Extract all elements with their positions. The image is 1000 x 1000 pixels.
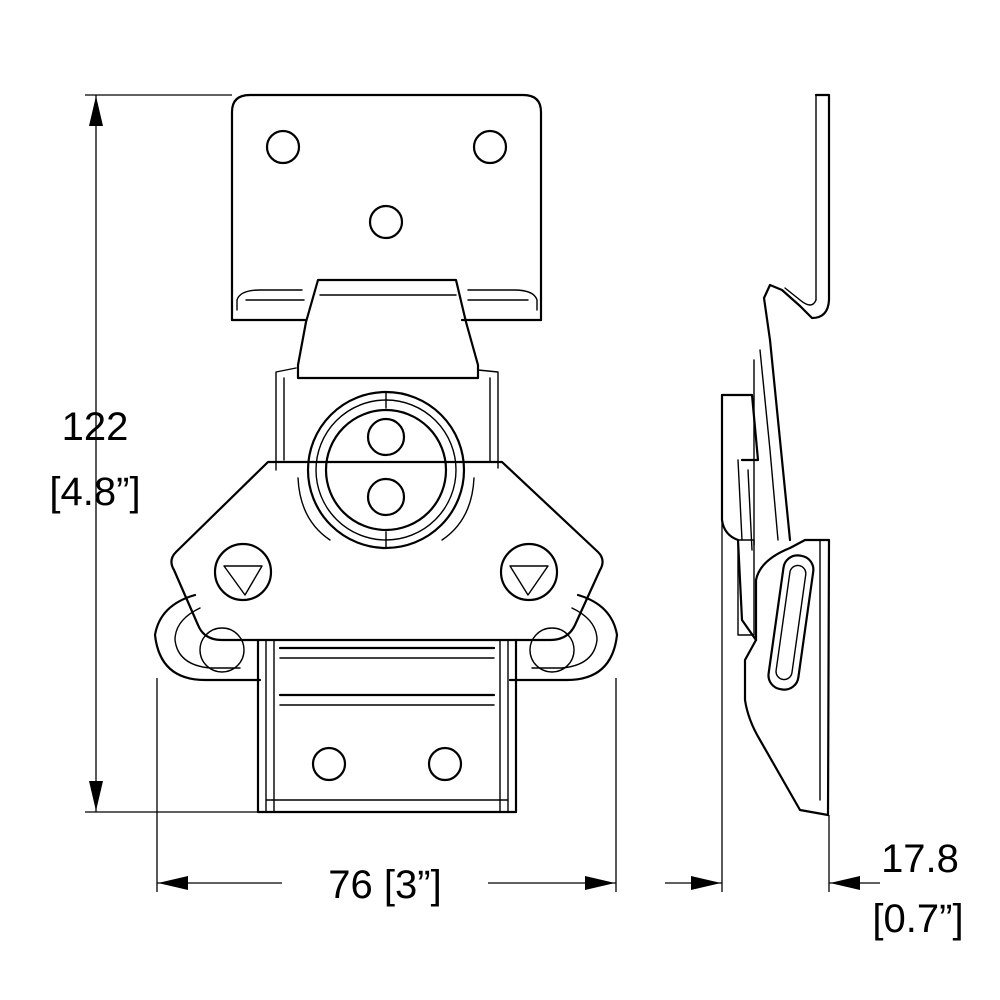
keeper-hole-left — [265, 129, 301, 165]
base-hole-left — [311, 746, 347, 782]
keeper-plate — [230, 93, 543, 322]
rivet-left — [213, 542, 273, 602]
height-inch-label: [4.8”] — [49, 470, 140, 514]
hub-hole-bottom — [366, 477, 406, 517]
base-hole-right — [427, 746, 463, 782]
keeper-hole-right — [472, 129, 508, 165]
hook-claw — [275, 278, 499, 471]
hub-inner — [324, 408, 448, 532]
dimension-labels: 122 [4.8”] 76 [3”] 17.8 [0.7”] — [49, 405, 963, 941]
height-mm-label: 122 — [62, 405, 129, 449]
front-view — [153, 93, 619, 814]
depth-inch-label: [0.7”] — [872, 897, 963, 941]
hub-hole-top — [366, 417, 406, 457]
keeper-hole-center — [368, 204, 404, 240]
butterfly-handle — [170, 390, 604, 642]
base-plate — [256, 638, 518, 814]
hub-outer — [306, 390, 466, 550]
side-view — [720, 93, 831, 817]
depth-mm-label: 17.8 — [881, 837, 959, 881]
dimension-lines — [85, 94, 880, 892]
spring-clip — [767, 554, 815, 691]
hinge-ears — [153, 593, 619, 682]
width-label: 76 [3”] — [328, 863, 441, 907]
rivet-right — [499, 542, 559, 602]
